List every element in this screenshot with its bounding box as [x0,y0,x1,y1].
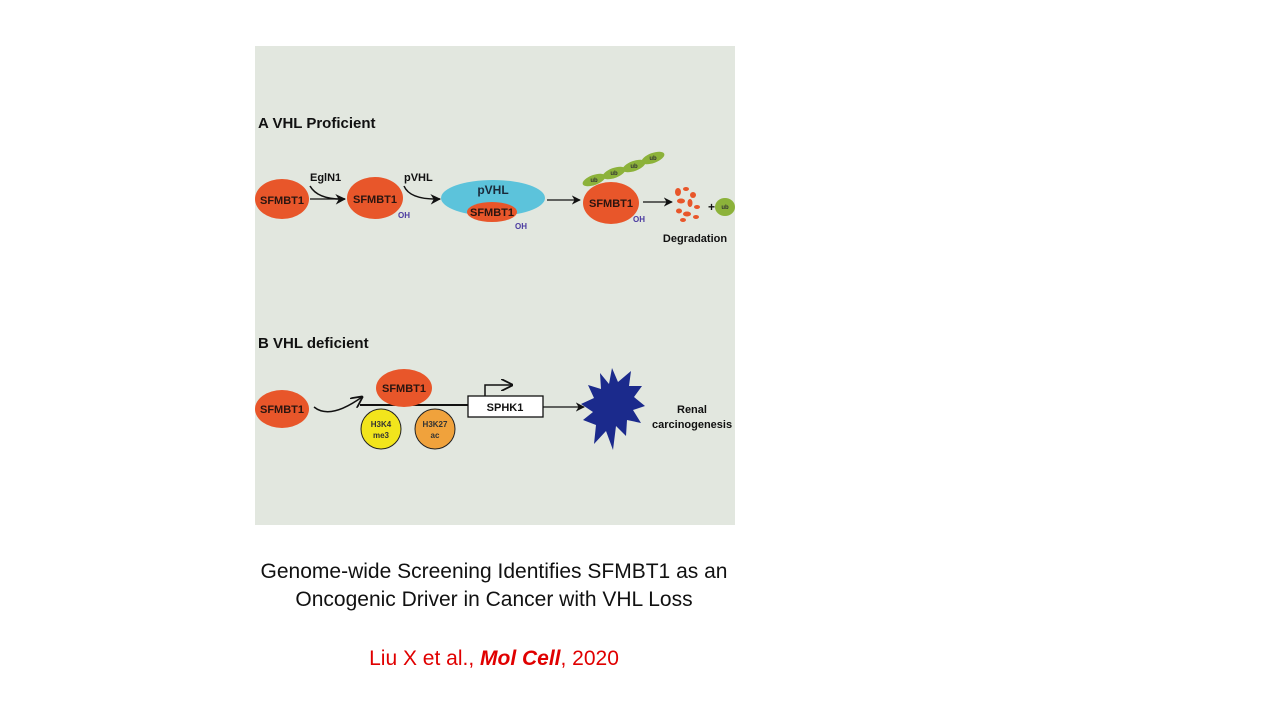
tumor-icon [581,368,645,450]
svg-text:H3K27: H3K27 [423,420,448,429]
citation-journal: Mol Cell [480,647,561,670]
h3k27ac-mark: H3K27 ac [414,408,456,450]
caption-line1: Genome-wide Screening Identifies SFMBT1 … [260,560,728,583]
citation-authors: Liu X et al., [369,647,480,670]
ubiquitin-chain: ub ub ub ub [582,151,665,187]
svg-text:ac: ac [431,431,440,440]
degradation-label: Degradation [663,233,727,245]
svg-text:ub: ub [649,156,657,162]
sfmbt1-protein-ubiquitinated: SFMBT1 OH [583,182,645,224]
h3k4me3-mark: H3K4 me3 [360,408,402,450]
svg-text:ub: ub [610,171,618,177]
svg-text:SFMBT1: SFMBT1 [470,207,514,219]
panel-b-title: B VHL deficient [258,335,369,352]
plus-sign: + [708,200,715,214]
svg-text:OH: OH [398,211,410,220]
outcome-label-line1: Renal [677,404,707,416]
pvhl-label: pVHL [404,172,433,184]
citation-year: , 2020 [560,647,619,670]
svg-text:SFMBT1: SFMBT1 [353,194,397,206]
svg-text:OH: OH [515,222,527,231]
sfmbt1-protein-free: SFMBT1 [255,390,309,428]
recruitment-arrow [313,397,362,413]
figure-background [255,46,735,525]
transcription-start-arrow [484,385,512,396]
pvhl-binding-arrow [403,185,442,205]
sfmbt1-protein-1: SFMBT1 [255,179,309,219]
sfmbt1-protein-2: SFMBT1 OH [347,177,410,220]
free-ubiquitin: ub [715,198,735,216]
svg-text:SPHK1: SPHK1 [487,402,524,414]
degraded-fragments-icon [675,187,700,222]
svg-text:SFMBT1: SFMBT1 [260,195,304,207]
sfmbt1-protein-bound: SFMBT1 [376,369,432,407]
svg-text:OH: OH [633,215,645,224]
svg-text:SFMBT1: SFMBT1 [589,198,633,210]
citation: Liu X et al., Mol Cell, 2020 [214,647,774,671]
outcome-label-line2: carcinogenesis [652,419,732,431]
caption-line2: Oncogenic Driver in Cancer with VHL Loss [295,588,693,611]
svg-text:me3: me3 [373,431,390,440]
svg-text:pVHL: pVHL [477,183,508,197]
svg-text:ub: ub [630,164,638,170]
sphk1-gene-box: SPHK1 [467,395,544,418]
svg-text:SFMBT1: SFMBT1 [382,383,426,395]
svg-text:ub: ub [590,178,598,184]
eglN1-label: EglN1 [310,172,341,184]
svg-text:H3K4: H3K4 [371,420,392,429]
svg-text:SFMBT1: SFMBT1 [260,404,304,416]
pvhl-complex: pVHL SFMBT1 OH [441,180,545,231]
svg-text:ub: ub [721,205,729,211]
panel-a-title: A VHL Proficient [258,115,376,132]
